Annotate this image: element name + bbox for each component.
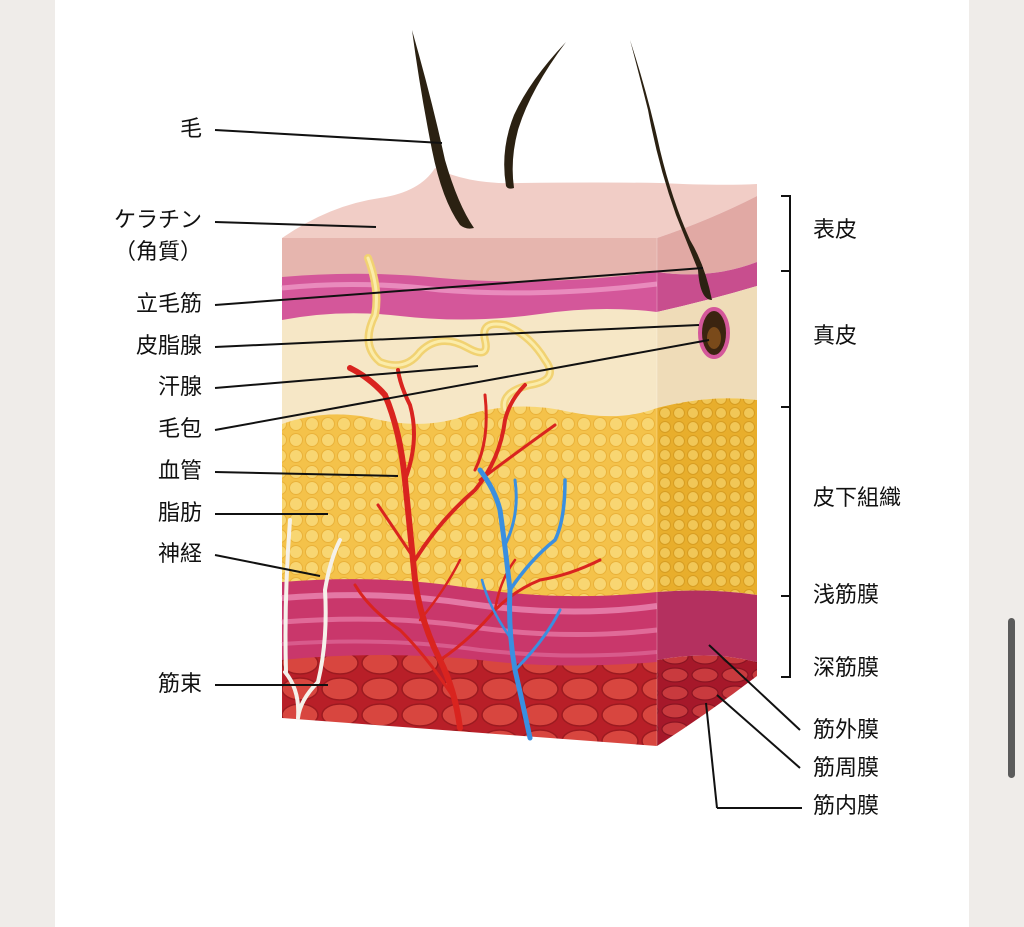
hair-strands bbox=[412, 30, 712, 300]
muscle-bundle-layer bbox=[282, 652, 657, 746]
side-muscle bbox=[657, 655, 757, 746]
side-fat bbox=[657, 398, 757, 595]
label-blood-vessel: 血管 bbox=[157, 459, 202, 484]
artery-tree bbox=[347, 365, 602, 731]
label-keratin: ケラチン （角質） bbox=[113, 208, 202, 265]
label-sebaceous-gland: 皮脂腺 bbox=[135, 334, 202, 359]
side-epidermis bbox=[657, 196, 757, 275]
label-epidermis: 表皮 bbox=[813, 218, 858, 243]
vein-tree bbox=[477, 467, 567, 741]
label-superficial-fascia: 浅筋膜 bbox=[813, 583, 880, 608]
label-sweat-gland: 汗腺 bbox=[157, 375, 202, 400]
label-subcutaneous: 皮下組織 bbox=[813, 486, 902, 511]
vertical-scrollbar[interactable] bbox=[1008, 618, 1015, 778]
label-arrector-pili: 立毛筋 bbox=[135, 292, 202, 317]
nerve bbox=[283, 518, 342, 720]
skin-surface-top bbox=[282, 168, 757, 238]
label-nerve: 神経 bbox=[157, 542, 202, 567]
label-muscle-bundle: 筋束 bbox=[157, 672, 202, 697]
label-hair-follicle: 毛包 bbox=[157, 417, 202, 442]
label-fat: 脂肪 bbox=[157, 501, 202, 526]
label-endomysium: 筋内膜 bbox=[813, 794, 880, 819]
label-deep-fascia: 深筋膜 bbox=[813, 656, 880, 681]
label-perimysium: 筋周膜 bbox=[813, 756, 880, 781]
subcutaneous-fat-layer bbox=[282, 404, 657, 597]
dermis-layer bbox=[282, 305, 657, 424]
label-hair: 毛 bbox=[179, 117, 202, 142]
label-epimysium: 筋外膜 bbox=[813, 718, 880, 743]
leader-lines bbox=[214, 129, 802, 809]
label-dermis: 真皮 bbox=[813, 324, 858, 349]
